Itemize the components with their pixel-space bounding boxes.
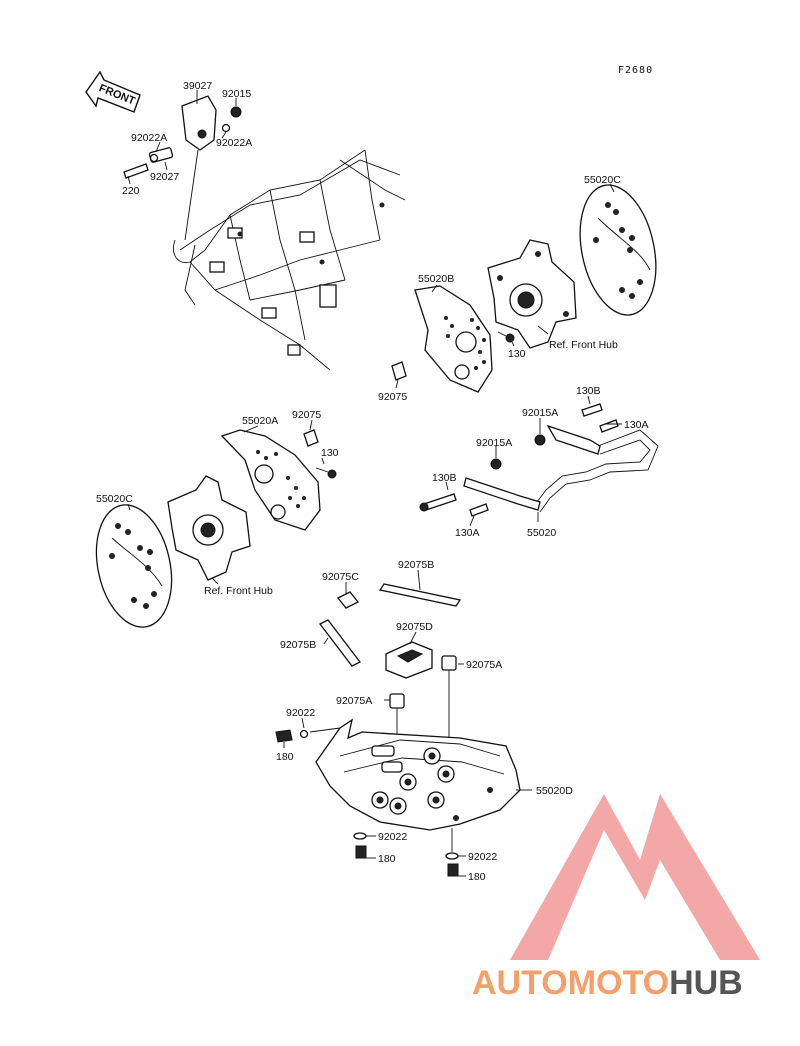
fastener-group-top-left	[123, 106, 242, 179]
plug-92075-upper	[391, 361, 407, 381]
watermark-part1: AUTOMOTO	[472, 964, 669, 1002]
label-130A-top: 130A	[624, 419, 649, 431]
front-hub-lower	[167, 475, 251, 581]
figure-code: F2680	[618, 65, 653, 76]
skid-plate-55020D	[315, 718, 521, 831]
label-92022-bottom-right: 92022	[468, 851, 497, 863]
label-130-mid: 130	[321, 447, 339, 459]
label-92075A-right: 92075A	[466, 659, 502, 671]
label-220: 220	[122, 185, 140, 197]
label-55020C-right: 55020C	[584, 174, 621, 186]
label-92027: 92027	[150, 171, 179, 183]
pad-92075B-left	[319, 619, 361, 667]
label-92075B-right: 92075B	[398, 559, 434, 571]
label-92015A-mid: 92015A	[476, 437, 512, 449]
watermark-text: AUTOMOTOHUB	[472, 964, 743, 1002]
watermark-logo-icon	[510, 794, 760, 960]
label-92075-upper: 92075	[378, 391, 407, 403]
label-92075A-left: 92075A	[336, 695, 372, 707]
svg-text:AUTOMOTOHUB: AUTOMOTOHUB	[472, 964, 743, 1002]
front-hub-upper	[487, 239, 577, 349]
label-92075C: 92075C	[322, 571, 359, 583]
label-180-top: 180	[276, 751, 294, 763]
watermark-part2: HUB	[669, 964, 743, 1002]
label-55020D: 55020D	[536, 785, 573, 797]
label-92075-mid: 92075	[292, 409, 321, 421]
skid-plate-55020B	[414, 285, 493, 393]
label-130B-mid: 130B	[432, 472, 457, 484]
label-92022-top: 92022	[286, 707, 315, 719]
label-92075D: 92075D	[396, 621, 433, 633]
plug-92075-mid	[303, 429, 319, 447]
label-92015: 92015	[222, 88, 251, 100]
fasteners-skid-plate	[275, 727, 459, 877]
disc-55020C-left	[95, 504, 173, 628]
label-130-upper: 130	[508, 348, 526, 360]
label-92075B-left: 92075B	[280, 639, 316, 651]
label-ref-front-hub-upper: Ref. Front Hub	[549, 339, 618, 351]
pad-92075C	[336, 591, 360, 609]
label-92022A-left: 92022A	[131, 132, 167, 144]
label-92015A-top: 92015A	[522, 407, 558, 419]
label-180-bottom-right: 180	[468, 871, 486, 883]
label-92022-bottom-left: 92022	[378, 831, 407, 843]
label-130A-bottom: 130A	[455, 527, 480, 539]
bracket-39027	[181, 95, 217, 241]
label-92022A-right: 92022A	[216, 137, 252, 149]
vehicle-frame	[173, 149, 406, 371]
label-39027: 39027	[183, 80, 212, 92]
label-55020C-left: 55020C	[96, 493, 133, 505]
damper-92075D	[385, 641, 433, 679]
label-55020B: 55020B	[418, 273, 454, 285]
bolt-130-upper	[497, 331, 515, 343]
label-ref-front-hub-lower: Ref. Front Hub	[204, 585, 273, 597]
disc-55020C-right	[579, 184, 657, 316]
fasteners-guard-bar	[419, 403, 619, 517]
front-arrow-icon: FRONT	[85, 70, 141, 113]
label-180-bottom-left: 180	[378, 853, 396, 865]
bolt-130-mid	[315, 467, 337, 479]
label-55020A: 55020A	[242, 415, 278, 427]
collar-92075A-right	[441, 655, 457, 745]
label-55020: 55020	[527, 527, 556, 539]
skid-plate-55020A	[220, 429, 321, 531]
pad-92075B-right	[378, 583, 462, 607]
label-130B-top: 130B	[576, 385, 601, 397]
guard-bar-55020	[463, 424, 659, 513]
part-labels: 39027 92015 92022A 92022A 92027 220 5502…	[96, 80, 649, 883]
leader-lines	[127, 90, 622, 877]
